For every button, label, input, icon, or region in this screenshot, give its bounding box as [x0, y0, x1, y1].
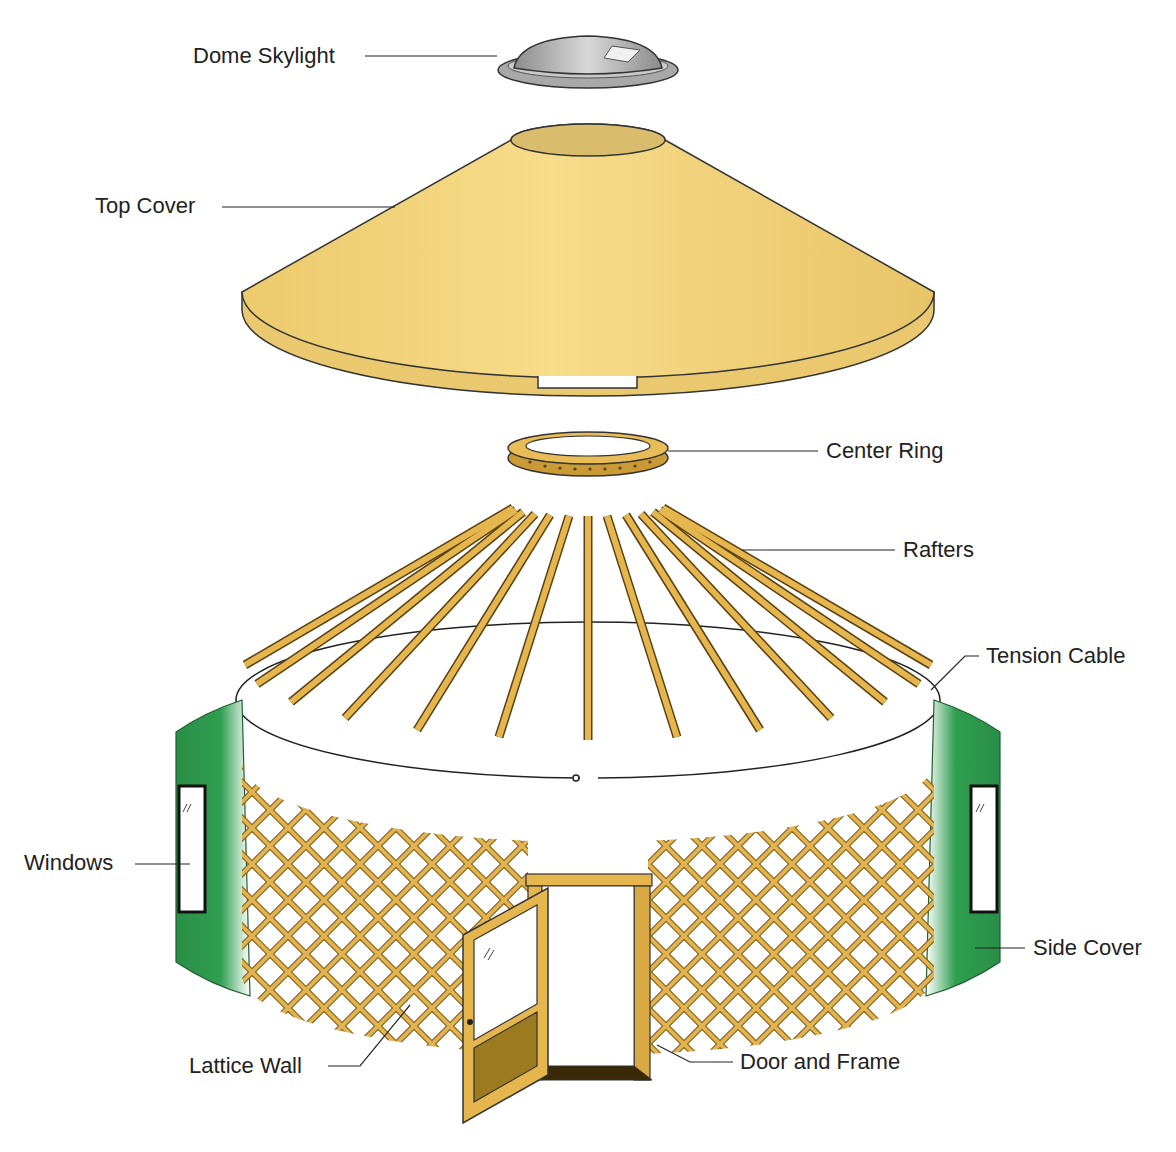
part-label: Lattice Wall	[189, 1053, 302, 1079]
center-ring	[508, 432, 668, 476]
door-and-frame	[463, 874, 652, 1123]
part-label: Dome Skylight	[193, 43, 335, 69]
rafters	[245, 508, 931, 740]
part-label: Tension Cable	[986, 643, 1125, 669]
part-label: Windows	[24, 850, 113, 876]
part-label: Rafters	[903, 537, 974, 563]
part-label: Top Cover	[95, 193, 195, 219]
top-cover	[242, 124, 934, 396]
leader-lines	[135, 56, 1025, 1066]
dome-skylight	[498, 36, 678, 88]
part-label: Side Cover	[1033, 935, 1142, 961]
part-label: Center Ring	[826, 438, 943, 464]
part-label: Door and Frame	[740, 1049, 900, 1075]
